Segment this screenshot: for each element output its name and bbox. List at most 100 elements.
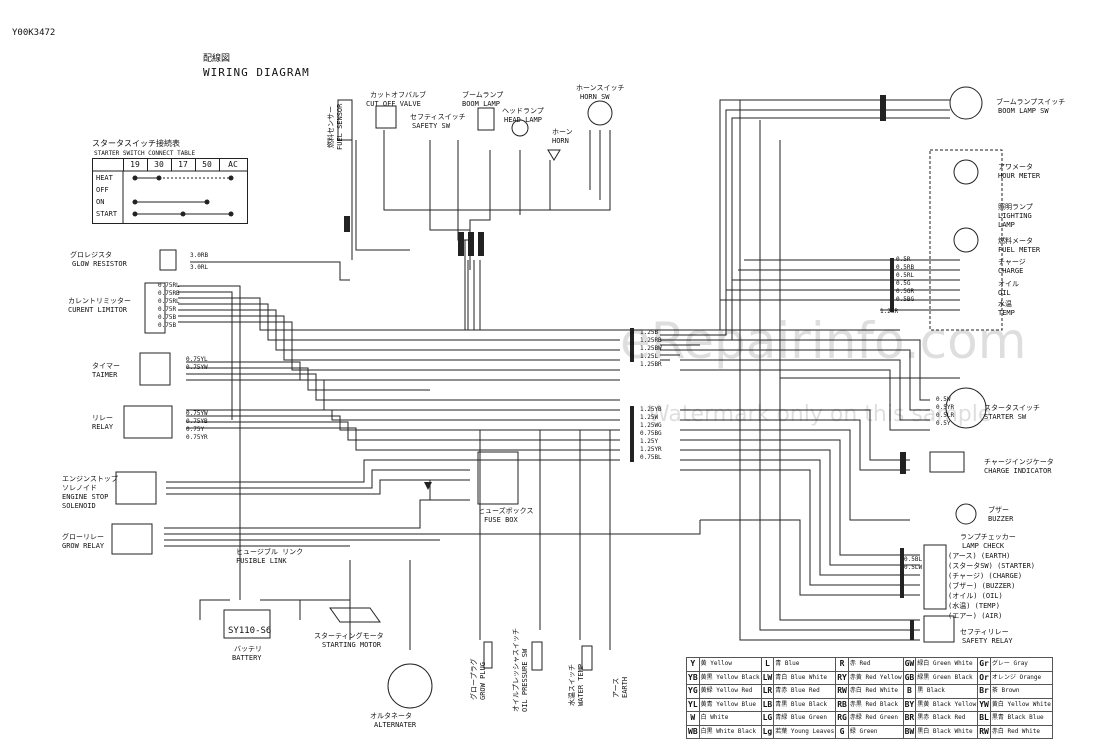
legend-code: Y [686,657,700,672]
legend-code: LR [760,684,775,699]
engine-stop-label-jp2: ソレノイド [62,484,97,492]
glow-relay-label-en: GROW RELAY [62,542,105,550]
table-corner [93,159,124,171]
wire-label: 1.25RB [640,337,662,344]
legend-color-name: 青白 Blue White [773,670,837,685]
engine-stop-label-en1: ENGINE STOP [62,493,109,501]
legend-color-name: 緑白 Green White [915,657,979,672]
legend-color-name: 赤 Red [847,657,904,672]
wire-label: 0.75RL [158,298,180,305]
glow-resistor-label-en: GLOW RESISTOR [72,260,127,268]
wire-label: 0.5GR [896,288,915,295]
legend-code: R [835,657,849,672]
hour-meter-label-en: HOUR METER [998,172,1041,180]
boom-lamp-label-jp: ブームランプ [462,91,504,99]
wire-label: 0.75R [158,306,177,313]
charge-label-en: CHARGE [998,267,1024,275]
legend-color-name: 赤黄 Red Yellow [847,670,904,685]
table-row-label: OFF [96,186,109,194]
wire-label: 0.5LR [936,412,955,419]
temp-label-jp: 水温 [998,300,1012,308]
legend-color-name: 緑黒 Green Black [915,670,979,685]
buzzer-label-jp: ブザー [988,506,1009,514]
legend-color-name: 青黒 Blue Black [773,697,837,712]
fuel-sensor-label-en: FUEL SENSOR [336,103,344,150]
legend-code: Gr [977,657,991,672]
wire-label: 1.25WG [640,422,662,429]
legend-code: RW [835,684,849,699]
legend-code: YW [977,697,991,712]
battery-model: SY110-S6 [228,626,272,636]
fuse-box-label-jp: ヒューズボックス [478,507,534,515]
wire-label: 3.0RL [190,264,209,271]
legend-color-name: 青緑 Blue Green [773,711,837,726]
cut-off-valve-label-jp: カットオフバルブ [370,91,426,99]
wire-label: 0.5YR [936,404,955,411]
timer-label-en: TAIMER [92,371,118,379]
wire-label: 0.5LW [904,564,923,571]
current-limiter-label-jp: カレントリミッター [68,297,131,305]
starting-motor-label-jp: スターティングモータ [314,632,384,640]
wire-label: 0.5G [896,280,911,287]
legend-code: YL [686,697,700,712]
current-limiter-label-en: CURENT LIMITOR [68,306,128,314]
horn-sw-label-jp: ホーンスイッチ [576,84,625,92]
wire-label: 0.75YB [186,418,208,425]
earth-label-en: EARTH [621,676,629,698]
safety-sw-label-jp: セフティスイッチ [410,113,466,121]
legend-code: LW [760,670,775,685]
wire-label: 0.75YW [186,364,208,371]
boom-lamp-sw-label-en: BOOM LAMP SW [998,107,1049,115]
alternator-label-jp: オルタネータ [370,712,412,720]
glow-plug-label-jp: グロープラグ [470,658,478,700]
lamp-check-item: (オイル) (OIL) [948,592,1003,600]
fuel-meter-label-jp: 燃料メータ [998,237,1033,245]
legend-code: RW [977,724,991,739]
legend-color-name: 黄 Yellow [698,657,762,672]
boom-lamp-sw-label-jp: ブームランプスイッチ [996,98,1066,106]
legend-color-name: グレー Gray [989,657,1053,672]
title-jp: 配線図 [203,54,231,64]
legend-color-name: 黄白 Yellow White [989,697,1053,712]
wire-label: 0.5BG [896,296,915,303]
engine-stop-label-jp1: エンジンストップ [62,475,118,483]
temp-label-en: TEMP [998,309,1015,317]
water-temp-label-en: WATER TEMP [577,663,585,706]
wire-label: 0.5BL [904,556,923,563]
legend-color-name: オレンジ Orange [989,670,1053,685]
table-col-header: 19 [123,159,148,171]
lamp-check-label-jp: ランプチェッカー [960,533,1016,541]
doc-code: Y00K3472 [12,28,56,38]
earth-label-jp: アース [612,677,620,698]
wire-label: 0.5RL [896,272,915,279]
wire-label: 1.25BW [640,345,662,352]
charge-indicator-label-en: CHARGE INDICATOR [984,467,1052,475]
legend-color-name: 茶 Brown [989,684,1053,699]
lighting-lamp-label-en1: LIGHTING [998,212,1032,220]
wire-label: 0.75YW [186,410,208,417]
lamp-check-item: (ブザー) (BUZZER) [948,582,1016,590]
horn-sw-label-en: HORN SW [580,93,610,101]
legend-color-name: 白 White [698,711,762,726]
oil-pressure-label-jp: オイルプレッシャスイッチ [512,628,520,712]
legend-code: BL [977,711,991,726]
legend-code: Lg [760,724,775,739]
relay-label-en: RELAY [92,423,114,431]
wire-label: 1.25YR [640,446,662,453]
legend-code: YB [686,670,700,685]
legend-color-name: 赤緑 Red Green [847,711,904,726]
hour-meter-label-jp: アワメータ [998,163,1033,171]
head-lamp-label-jp: ヘッドランプ [502,107,544,115]
lamp-check-item: (水温) (TEMP) [948,602,1000,610]
wire-label: 1.25Y [640,438,659,445]
legend-code: BR [902,711,917,726]
legend-color-name: 赤黒 Red Black [847,697,904,712]
legend-color-name: 黒白 Black White [915,724,979,739]
wire-label: 1.25YB [640,406,662,413]
buzzer-label-en: BUZZER [988,515,1014,523]
table-row-label: HEAT [96,174,113,182]
